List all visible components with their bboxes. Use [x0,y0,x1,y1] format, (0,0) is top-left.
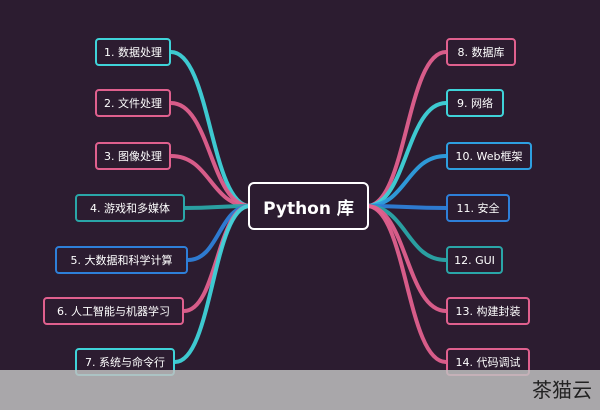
node-label: 8. 数据库 [457,46,505,59]
node-label: 3. 图像处理 [104,150,162,163]
connector-left-7 [173,204,252,364]
node-label: 14. 代码调试 [455,356,521,369]
connector-right-9 [365,101,448,208]
left-node-ai-ml[interactable]: 6. 人工智能与机器学习 [43,297,184,325]
footer-band [0,370,600,410]
node-label: 6. 人工智能与机器学习 [57,305,170,318]
node-label: 12. GUI [454,253,495,267]
right-node-build-package[interactable]: 13. 构建封装 [446,297,530,325]
left-node-file-processing[interactable]: 2. 文件处理 [95,89,171,117]
right-node-gui[interactable]: 12. GUI [446,246,503,274]
center-node-label: Python 库 [263,198,354,219]
node-label: 4. 游戏和多媒体 [90,202,170,215]
node-label: 7. 系统与命令行 [85,356,165,369]
connector-left-3 [169,154,252,208]
left-node-image-processing[interactable]: 3. 图像处理 [95,142,171,170]
left-node-games-multimedia[interactable]: 4. 游戏和多媒体 [75,194,185,222]
right-node-database[interactable]: 8. 数据库 [446,38,516,66]
node-label: 2. 文件处理 [104,97,162,110]
left-node-data-processing[interactable]: 1. 数据处理 [95,38,171,66]
connector-left-2 [169,101,252,208]
node-label: 11. 安全 [456,202,500,215]
node-label: 1. 数据处理 [104,46,162,59]
left-node-bigdata-science[interactable]: 5. 大数据和科学计算 [55,246,188,274]
node-label: 9. 网络 [457,97,493,110]
connector-right-14 [365,204,448,364]
node-label: 5. 大数据和科学计算 [70,254,173,267]
node-label: 10. Web框架 [455,150,523,163]
node-label: 13. 构建封装 [455,305,521,318]
right-node-security[interactable]: 11. 安全 [446,194,510,222]
watermark-text: 茶猫云 [532,378,592,402]
center-node[interactable]: Python 库 [248,182,369,230]
right-node-network[interactable]: 9. 网络 [446,89,504,117]
right-node-web-framework[interactable]: 10. Web框架 [446,142,532,170]
